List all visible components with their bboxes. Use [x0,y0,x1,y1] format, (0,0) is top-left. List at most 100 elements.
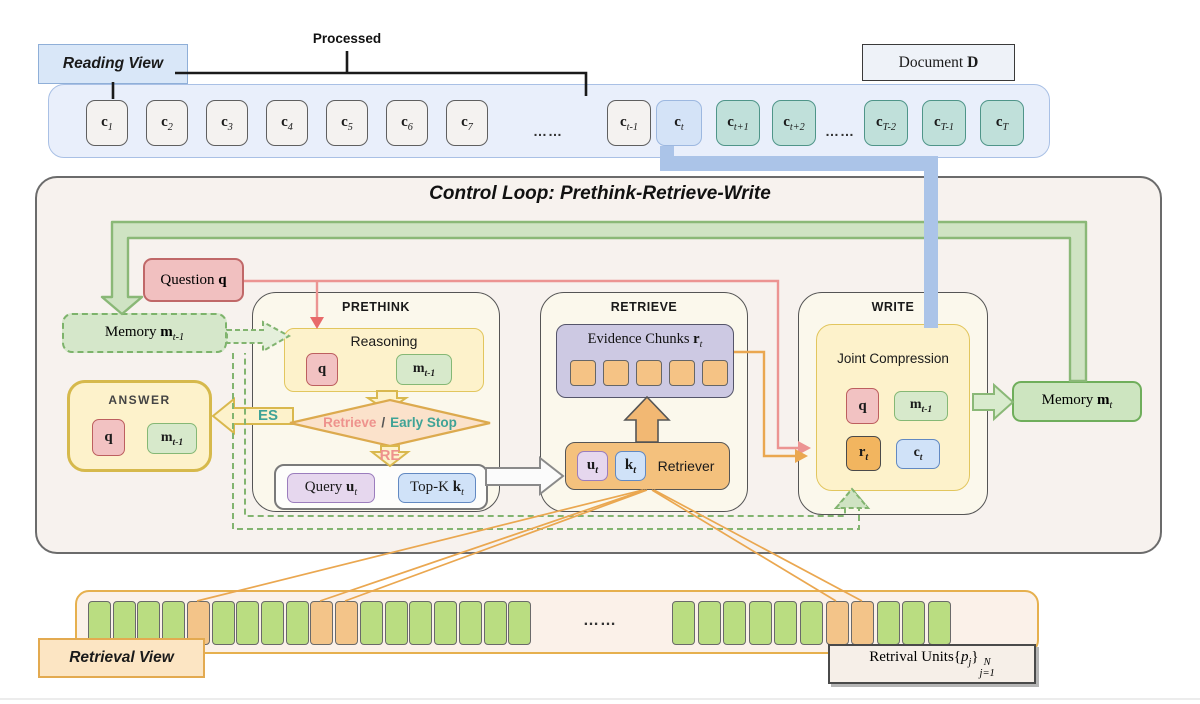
retriever-chip-u-text: ut [586,456,599,476]
retrieval-unit-square [360,601,383,645]
reading-view-label: Reading View [38,44,188,84]
document-d-label: Document D [862,44,1015,81]
decision-retrieve-text: Retrieve [323,414,377,430]
retriever-label-text: Retriever [657,458,715,474]
retrieval-unit-square [484,601,507,645]
retrieve-title-text: RETRIEVE [610,299,678,314]
reasoning-chip-m: mt-1 [396,354,452,385]
processed-label-text: Processed [312,30,382,46]
question-box: Question q [143,258,244,302]
retrieval-unit-square [698,601,721,645]
reading-chunk: cT [980,100,1024,146]
answer-chip-q-text: q [104,429,113,445]
question-text: Question q [160,271,227,288]
retrieval-unit-square [310,601,333,645]
evidence-square [702,360,728,386]
evidence-chunks-label: Evidence Chunks rt [556,330,734,350]
retrieval-unit-square [800,601,823,645]
retrieval-unit-square [508,601,531,645]
topk-chip-text: Top-K kt [410,478,464,498]
memory-next-box: Memory mt [1012,381,1142,422]
retrieve-title: RETRIEVE [540,299,748,314]
evidence-square [636,360,662,386]
retriever-chip-u: ut [577,451,608,481]
retrieval-unit-square [434,601,457,645]
retriever-chip-k: kt [615,451,646,481]
write-chip-r: rt [846,436,881,471]
retrieval-dots-text: …… [583,612,617,629]
retrieval-unit-square [236,601,259,645]
reasoning-label: Reasoning [284,333,484,349]
document-d-text: Document D [898,53,979,71]
write-chip-q-text: q [858,397,867,414]
reading-chunk: ct [656,100,702,146]
retrieval-unit-square [459,601,482,645]
retrieval-view-label: Retrieval View [38,638,205,678]
retrieval-unit-square [261,601,284,645]
write-chip-c: ct [896,439,940,469]
reasoning-chip-q-text: q [317,361,327,377]
memory-next-text: Memory mt [1041,392,1113,411]
query-chip: Query ut [287,473,375,503]
answer-chip-q: q [92,419,125,456]
es-label: ES [252,406,284,424]
memory-prev-text: Memory mt-1 [104,323,185,343]
reading-chunk: c2 [146,100,188,146]
answer-chip-m-text: mt-1 [160,429,184,448]
reasoning-chip-q: q [306,353,338,386]
write-chip-r-text: rt [858,444,869,463]
retrieval-unit-square [212,601,235,645]
retrieval-dots: …… [560,608,640,634]
reading-chunk: cT-1 [922,100,966,146]
evidence-chunks-text: Evidence Chunks rt [587,330,703,350]
retrieval-unit-square [928,601,951,645]
retrieval-unit-square [409,601,432,645]
reading-chunk: ct+2 [772,100,816,146]
retrieval-unit-square [774,601,797,645]
write-chip-q: q [846,388,879,424]
decision-divider: / [381,414,386,430]
answer-title: ANSWER [67,392,212,408]
control-loop-title-text: Control Loop: Prethink-Retrieve-Write [429,183,771,204]
reading-chunk: cT-2 [864,100,908,146]
answer-chip-m: mt-1 [147,423,197,454]
reading-chunk: c6 [386,100,428,146]
es-label-text: ES [257,406,278,424]
joint-compression-label: Joint Compression [816,349,970,367]
retrieval-unit-square [902,601,925,645]
reading-chunk: c7 [446,100,488,146]
retrieval-unit-square [286,601,309,645]
reading-chunk-gap-dots: …… [533,123,563,139]
answer-title-text: ANSWER [108,393,171,407]
write-title: WRITE [798,299,988,314]
memory-prev-box: Memory mt-1 [62,313,227,353]
reading-chunk: c3 [206,100,248,146]
retrieval-unit-square [826,601,849,645]
retrieval-view-label-text: Retrieval View [69,649,174,666]
retrieval-unit-square [335,601,358,645]
retriever-chip-k-text: kt [624,456,637,476]
evidence-square [669,360,695,386]
reading-chunk: c1 [86,100,128,146]
write-title-text: WRITE [871,299,915,314]
retriever-label: Retriever [650,456,722,476]
write-chip-m-text: mt-1 [909,397,933,415]
re-label-text: RE [379,446,401,464]
write-chip-c-text: ct [913,445,923,463]
reading-chunk-gap-dots: …… [825,123,855,139]
decision-earlystop-text: Early Stop [390,414,457,430]
reasoning-chip-m-text: mt-1 [412,360,436,379]
topk-chip: Top-K kt [398,473,476,503]
re-label: RE [376,446,404,464]
prethink-title: PRETHINK [252,299,500,314]
write-chip-m: mt-1 [894,391,948,421]
reading-chunk: ct-1 [607,100,651,146]
joint-compression-text: Joint Compression [837,350,949,366]
retrieval-unit-square [672,601,695,645]
evidence-square [603,360,629,386]
control-loop-title: Control Loop: Prethink-Retrieve-Write [300,182,900,206]
prethink-title-text: PRETHINK [342,299,410,314]
retrieval-unit-square [851,601,874,645]
